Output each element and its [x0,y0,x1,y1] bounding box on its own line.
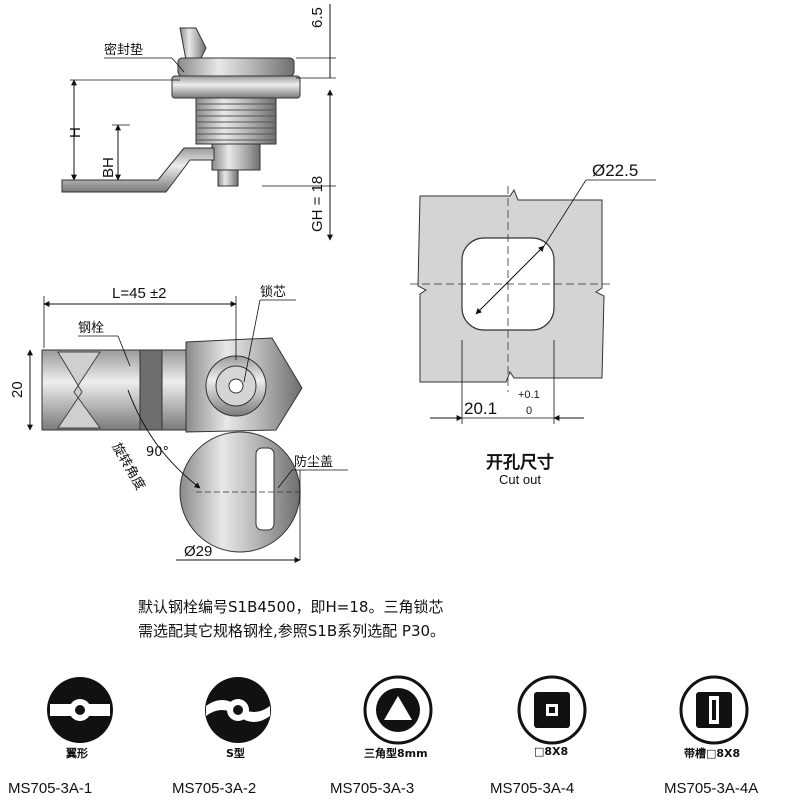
cutout-diameter-label: Ø22.5 [592,161,638,180]
variant-name-3: 三角型8mm [364,747,428,760]
dim-top-label: 6.5 [309,7,326,28]
square-core-icon [517,675,587,745]
core-label: 锁芯 [260,284,286,300]
dim-h-label: H [67,127,84,138]
tolerance-zero-label: 0 [526,405,532,417]
height-dimension-label: 20 [9,381,26,398]
note-line-1: 默认钢栓编号S1B4500，即H=18。三角锁芯 [138,598,444,616]
cutout-drawing [410,179,656,424]
cutout-title-en: Cut out [499,472,541,487]
bolt-label: 钢栓 [78,321,104,336]
side-view-drawing [61,4,336,241]
model-number-2: MS705-3A-2 [172,780,257,797]
variant-name-4: □8X8 [534,745,569,758]
length-dimension-label: L=45 ±2 [112,285,167,302]
front-view-drawing [27,296,348,563]
variant-name-2: S型 [226,747,245,760]
angle-label: 90° [146,445,169,460]
variant-name-1: 翼形 [66,747,88,760]
model-number-1: MS705-3A-1 [8,780,93,797]
wing-core-icon [47,677,113,743]
model-number-5: MS705-3A-4A [664,780,759,797]
model-number-3: MS705-3A-3 [330,780,415,797]
cutout-width-label: 20.1 [464,399,497,418]
slotted-square-core-icon [679,675,749,745]
rotation-label: 旋转角度 [109,440,149,493]
cutout-title-cn: 开孔尺寸 [486,453,554,473]
note-line-2: 需选配其它规格钢栓,参照S1B系列选配 P30。 [138,622,446,640]
dim-bh-label: BH [100,157,117,178]
triangle-core-icon [363,675,433,745]
cover-label: 防尘盖 [294,454,333,470]
gasket-label: 密封垫 [104,42,143,58]
model-number-4: MS705-3A-4 [490,780,575,797]
s-core-icon [205,677,271,743]
dim-gh-label: GH = 18 [309,176,326,232]
tolerance-plus-label: +0.1 [518,389,540,401]
cover-diameter-label: Ø29 [184,543,212,560]
variant-name-5: 带槽□8X8 [684,747,741,760]
